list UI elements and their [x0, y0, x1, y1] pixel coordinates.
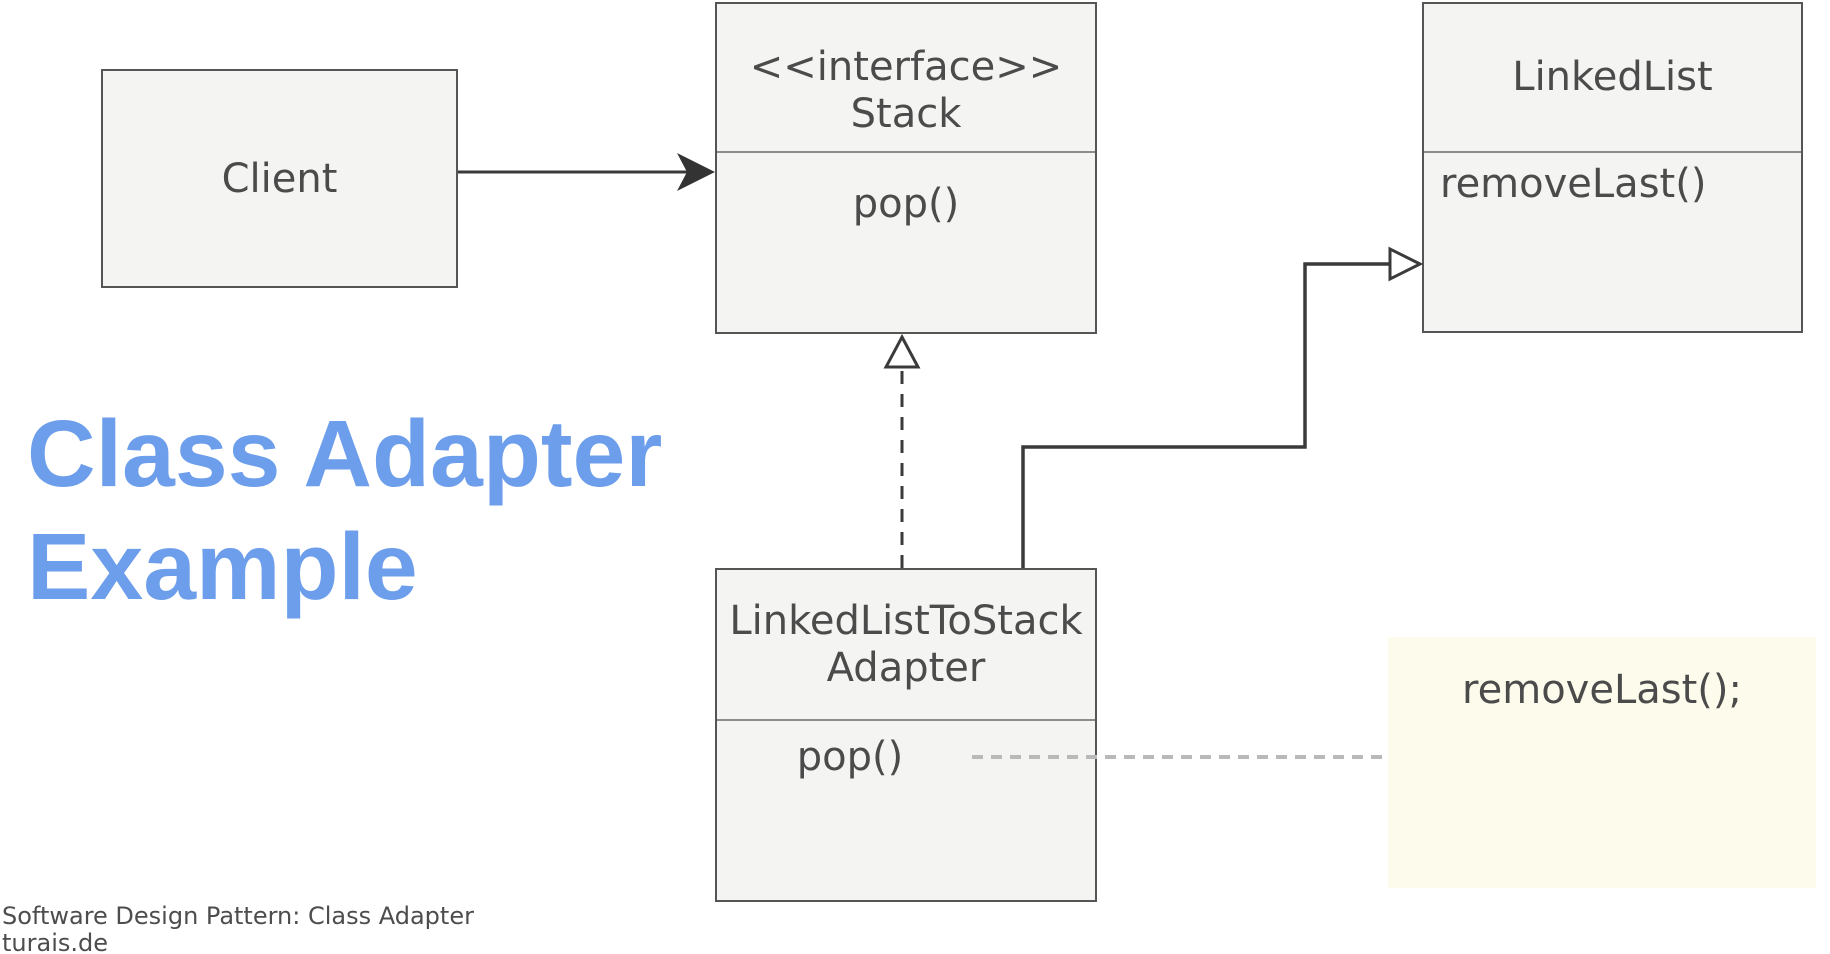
method-pop-adapter: pop() — [796, 734, 904, 780]
class-name-adapter-line1: LinkedListToStack — [729, 597, 1083, 644]
footer-line1: Software Design Pattern: Class Adapter — [2, 902, 474, 930]
page-title-line1: Class Adapter — [27, 401, 663, 507]
hollow-triangle-up-icon — [883, 333, 921, 369]
class-methods-adapter: pop() — [717, 721, 1095, 781]
class-methods-linkedlist: removeLast() — [1424, 153, 1801, 208]
method-pop-stack: pop() — [852, 181, 960, 227]
class-box-linkedlist: LinkedList removeLast() — [1422, 2, 1803, 333]
realization-adapter-to-stack — [883, 333, 921, 568]
hollow-triangle-right-icon — [1388, 246, 1424, 282]
footer-credit: Software Design Pattern: Class Adapter t… — [2, 903, 474, 954]
footer-line2: turais.de — [2, 929, 108, 954]
page-title: Class Adapter Example — [27, 398, 662, 624]
page-title-line2: Example — [27, 514, 418, 620]
class-name-stack: Stack — [850, 90, 962, 137]
class-header-stack: <<interface>> Stack — [717, 4, 1095, 153]
class-box-client: Client — [101, 69, 458, 288]
filled-arrowhead-icon — [677, 153, 715, 191]
code-note: removeLast(); — [1388, 637, 1816, 888]
method-removelast: removeLast() — [1440, 161, 1707, 207]
class-name-adapter-line2: Adapter — [826, 644, 986, 691]
association-client-to-stack — [458, 153, 715, 191]
code-note-text: removeLast(); — [1462, 667, 1742, 713]
class-header-linkedlist: LinkedList — [1424, 4, 1801, 153]
class-name-client: Client — [221, 155, 338, 202]
class-methods-stack: pop() — [717, 153, 1095, 228]
class-name-linkedlist: LinkedList — [1512, 54, 1713, 100]
stereotype-interface: <<interface>> — [749, 43, 1063, 90]
class-box-stack: <<interface>> Stack pop() — [715, 2, 1097, 334]
class-header-adapter: LinkedListToStack Adapter — [717, 570, 1095, 721]
class-box-adapter: LinkedListToStack Adapter pop() — [715, 568, 1097, 902]
